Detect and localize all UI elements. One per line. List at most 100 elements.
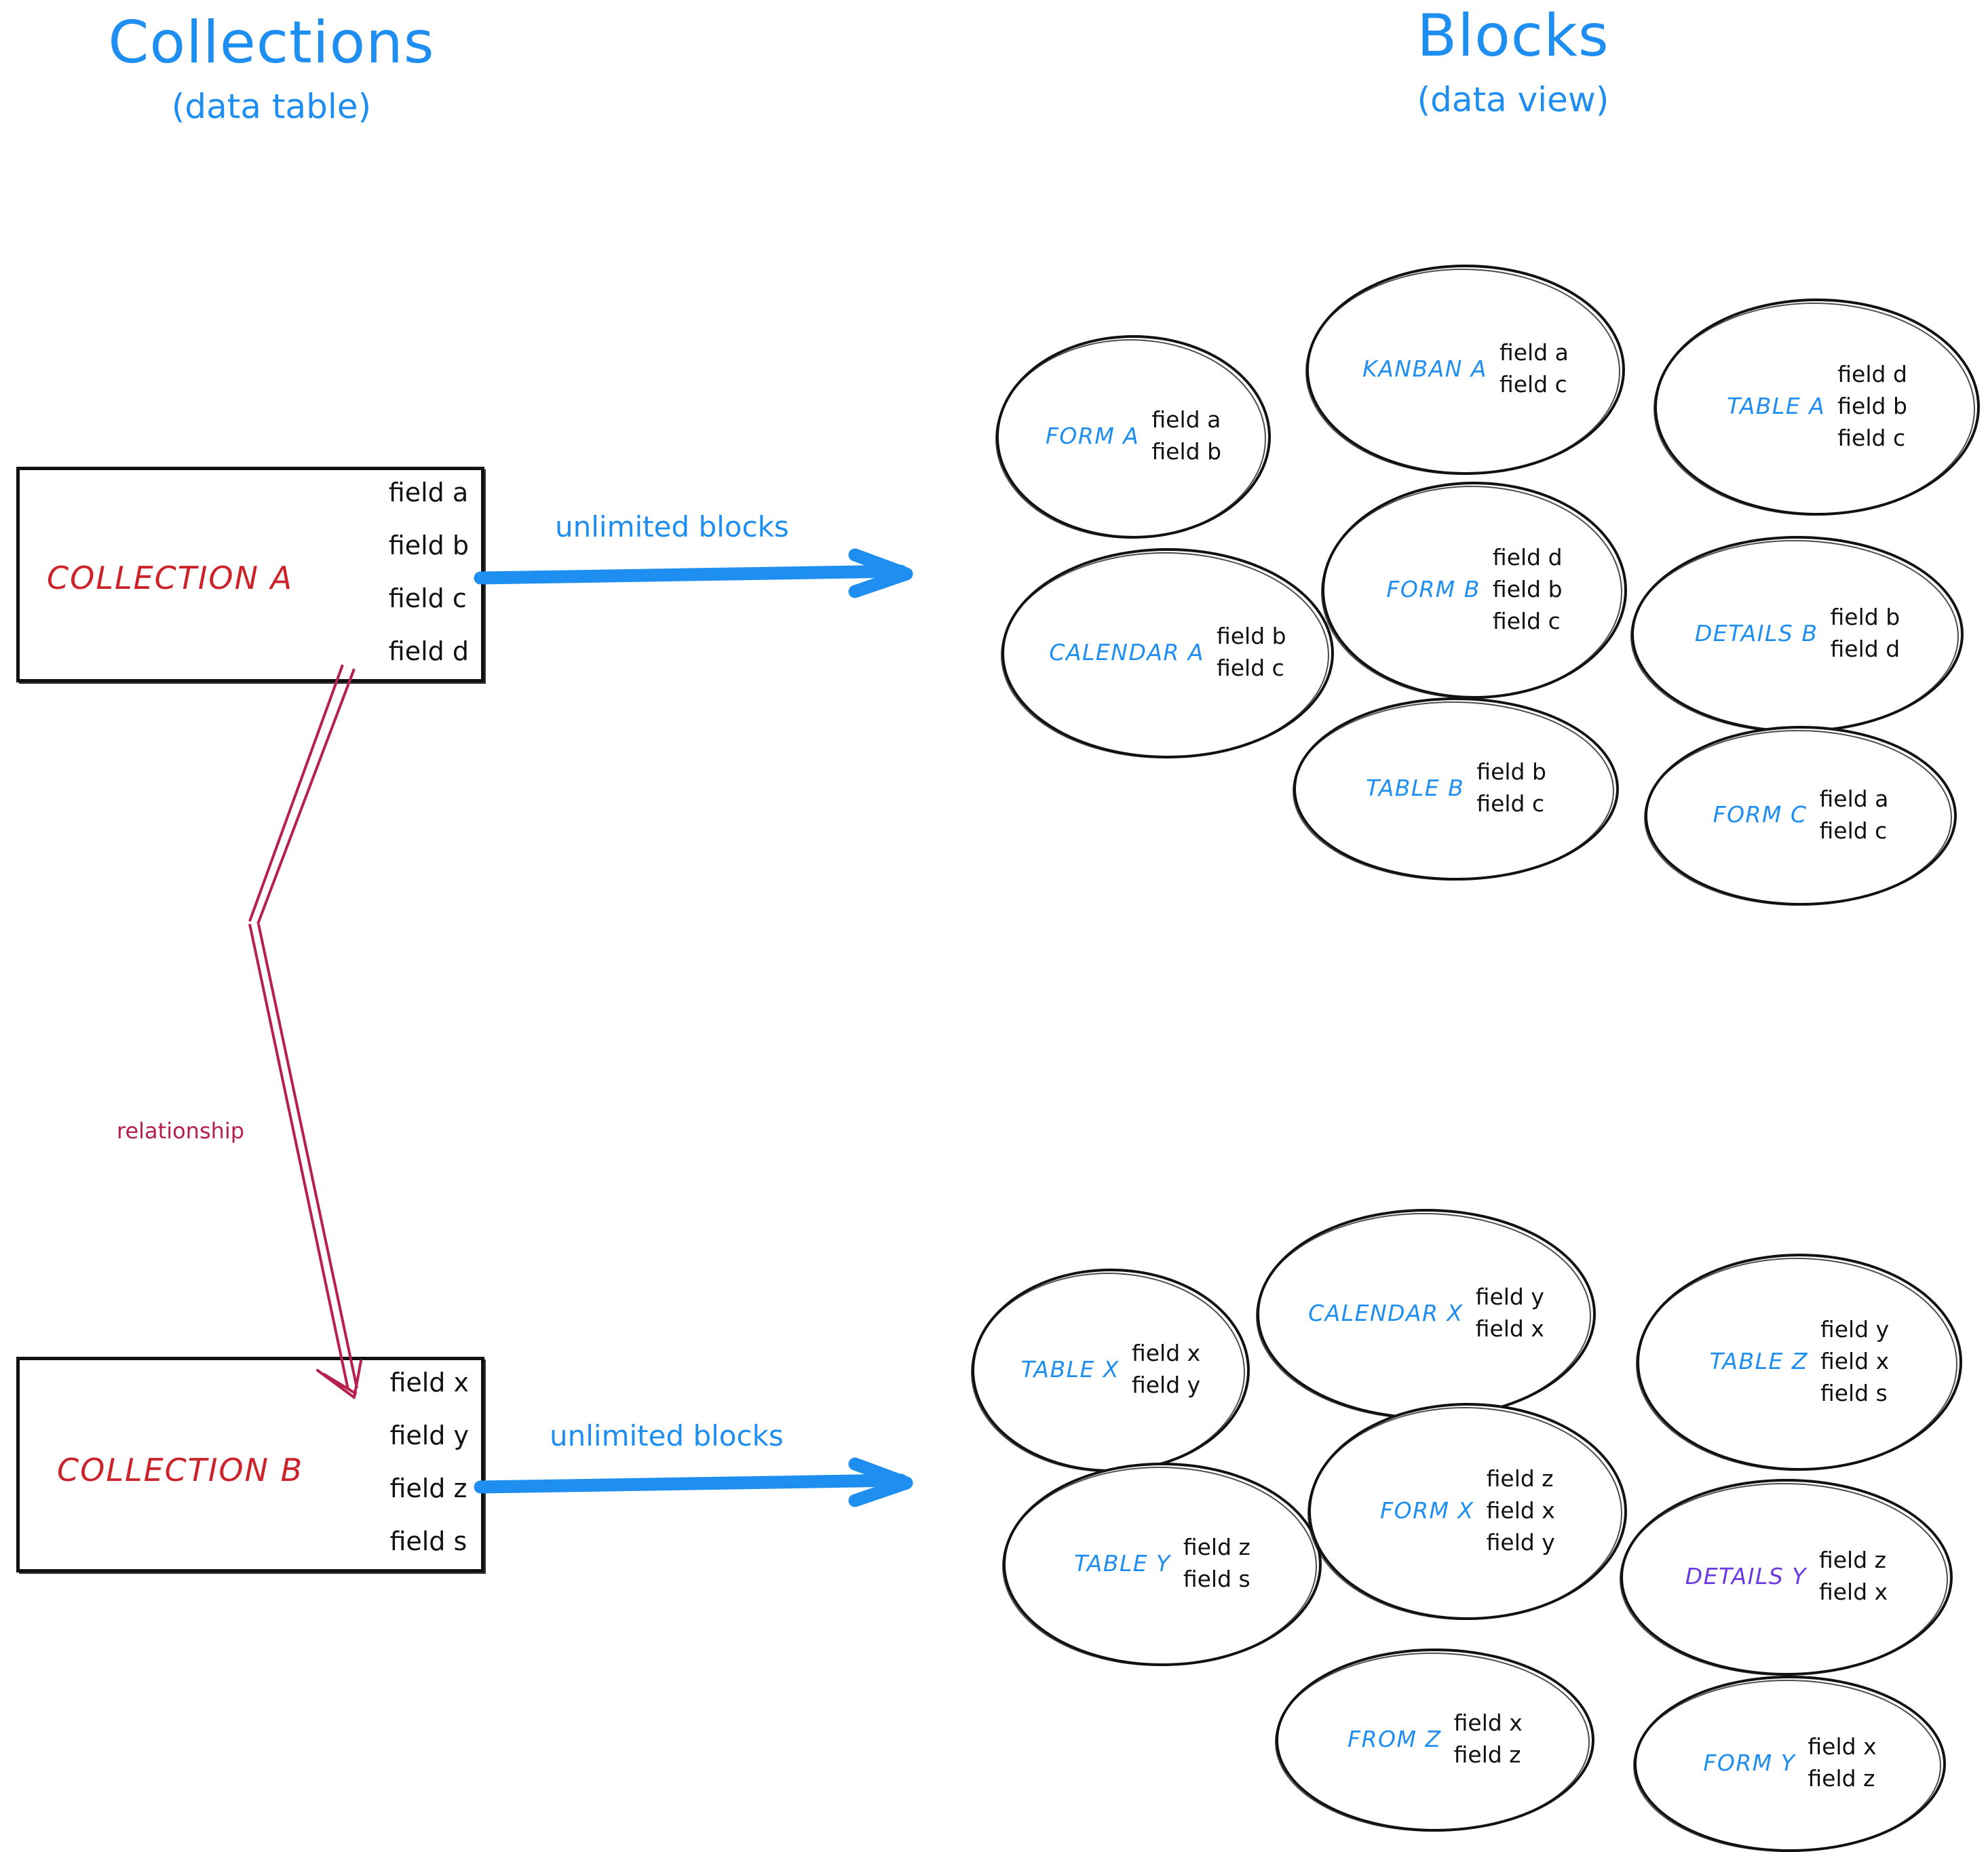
collection-a-name: COLLECTION A: [47, 560, 294, 596]
block-details-y-label: DETAILS Y: [1685, 1562, 1807, 1589]
field-item: field b: [1476, 758, 1546, 785]
block-details-y-fields: field z field x: [1819, 1549, 1888, 1603]
field-item: field c: [1837, 424, 1906, 451]
field-item: field y: [1131, 1372, 1201, 1398]
block-form-x[interactable]: FORM X field z field x field y: [1307, 1403, 1627, 1620]
field-item: field x: [1808, 1733, 1877, 1760]
collection-a-fields: field a field b field c field d: [389, 480, 469, 691]
block-kanban-a-label: KANBAN A: [1362, 355, 1487, 382]
block-from-z-fields: field x field z: [1454, 1712, 1523, 1766]
field-item: field c: [1216, 655, 1284, 681]
collection-b-field-2: field z: [389, 1473, 467, 1503]
block-form-x-fields: field z field x field y: [1487, 1467, 1555, 1554]
block-form-y[interactable]: FORM Y field x field z: [1633, 1676, 1946, 1852]
block-calendar-a-fields: field b field c: [1217, 625, 1286, 679]
collection-a-field-2: field c: [388, 583, 467, 613]
field-item: field b: [1830, 604, 1900, 630]
field-item: field d: [1837, 360, 1907, 387]
block-details-b-fields: field b field d: [1831, 606, 1900, 660]
relationship-label: relationship: [117, 1118, 245, 1144]
collection-b-field-3: field s: [389, 1526, 467, 1556]
block-kanban-a-fields: field a field c: [1499, 341, 1569, 396]
blocks-subtitle: (data view): [1417, 80, 1609, 119]
unlimited-blocks-label-bottom: unlimited blocks: [550, 1419, 784, 1452]
block-details-b[interactable]: DETAILS B field b field d: [1630, 536, 1964, 733]
block-table-b-fields: field b field c: [1476, 760, 1546, 815]
block-form-a-label: FORM A: [1045, 422, 1140, 449]
field-item: field x: [1820, 1347, 1890, 1374]
field-item: field a: [1151, 406, 1221, 433]
collection-b-name: COLLECTION B: [57, 1452, 304, 1488]
field-item: field z: [1183, 1534, 1250, 1560]
blocks-title: Blocks: [1417, 2, 1609, 70]
block-form-b[interactable]: FORM B field d field b field c: [1321, 482, 1627, 699]
field-item: field a: [1819, 785, 1889, 812]
arrow-bottom-svg: [474, 1457, 913, 1507]
block-from-z[interactable]: FROM Z field x field z: [1275, 1648, 1594, 1832]
blocks-heading: Blocks (data view): [1303, 7, 1723, 117]
block-table-b-label: TABLE B: [1366, 774, 1465, 801]
block-calendar-a[interactable]: CALENDAR A field b field c: [1001, 548, 1334, 758]
collections-title: Collections: [108, 9, 435, 77]
field-item: field z: [1808, 1765, 1875, 1792]
field-item: field s: [1820, 1379, 1888, 1406]
block-form-b-fields: field d field b field c: [1493, 546, 1563, 632]
block-table-x-label: TABLE X: [1020, 1355, 1120, 1383]
block-table-a[interactable]: TABLE A field d field b field c: [1654, 298, 1980, 516]
field-item: field x: [1475, 1315, 1544, 1342]
block-kanban-a[interactable]: KANBAN A field a field c: [1305, 265, 1625, 475]
field-item: field d: [1492, 543, 1563, 571]
collections-heading: Collections (data table): [61, 14, 482, 123]
field-item: field y: [1820, 1315, 1890, 1343]
field-item: field c: [1499, 371, 1567, 398]
field-item: field z: [1486, 1465, 1554, 1492]
block-table-z-fields: field y field x field s: [1820, 1318, 1889, 1404]
field-item: field z: [1453, 1741, 1521, 1768]
block-calendar-x-fields: field y field x: [1476, 1286, 1544, 1340]
collection-a-field-1: field b: [388, 530, 469, 560]
field-item: field x: [1818, 1579, 1888, 1605]
block-table-x-fields: field x field y: [1132, 1342, 1200, 1396]
block-table-y[interactable]: TABLE Y field z field s: [1002, 1463, 1322, 1666]
unlimited-blocks-label-top: unlimited blocks: [555, 510, 789, 543]
field-item: field x: [1453, 1710, 1523, 1736]
collection-b-box[interactable]: COLLECTION B field x field y field z fie…: [16, 1357, 484, 1573]
field-item: field c: [1476, 790, 1545, 817]
field-item: field x: [1486, 1497, 1555, 1524]
relationship-connector: [204, 664, 441, 1411]
block-calendar-x[interactable]: CALENDAR X field y field x: [1256, 1209, 1596, 1419]
block-from-z-label: FROM Z: [1347, 1725, 1442, 1752]
block-form-c-fields: field a field c: [1819, 788, 1888, 842]
field-item: field c: [1819, 817, 1888, 844]
field-item: field x: [1131, 1340, 1201, 1366]
field-item: field d: [1830, 636, 1900, 662]
block-table-x[interactable]: TABLE X field x field y: [971, 1269, 1250, 1472]
block-form-y-fields: field x field z: [1808, 1735, 1876, 1790]
arrow-top-svg: [474, 548, 913, 598]
block-form-a-fields: field a field b: [1151, 408, 1221, 463]
field-item: field a: [1499, 339, 1569, 366]
block-form-a[interactable]: FORM A field a field b: [995, 335, 1271, 539]
block-table-b[interactable]: TABLE B field b field c: [1293, 697, 1619, 881]
relationship-svg: [248, 664, 362, 1399]
field-item: field s: [1183, 1566, 1250, 1592]
block-table-z[interactable]: TABLE Z field y field x field s: [1636, 1254, 1962, 1471]
block-table-a-fields: field d field b field c: [1837, 363, 1907, 449]
collection-a-field-3: field d: [388, 636, 469, 666]
collection-b-field-1: field y: [389, 1421, 469, 1450]
block-form-y-label: FORM Y: [1703, 1749, 1796, 1776]
collection-a-box[interactable]: COLLECTION A field a field b field c fie…: [16, 467, 484, 682]
block-form-c-label: FORM C: [1713, 801, 1808, 828]
field-item: field z: [1818, 1547, 1886, 1573]
block-calendar-x-label: CALENDAR X: [1308, 1299, 1464, 1326]
unlimited-blocks-arrow-bottom: unlimited blocks: [474, 1419, 950, 1533]
field-item: field y: [1475, 1284, 1544, 1310]
block-form-c[interactable]: FORM C field a field c: [1644, 726, 1957, 906]
unlimited-blocks-arrow-top: unlimited blocks: [474, 510, 950, 624]
field-item: field b: [1216, 623, 1286, 649]
block-table-y-fields: field z field s: [1183, 1536, 1250, 1590]
collection-b-field-0: field x: [389, 1368, 469, 1397]
block-table-a-label: TABLE A: [1727, 392, 1826, 419]
block-details-y[interactable]: DETAILS Y field z field x: [1620, 1479, 1953, 1676]
